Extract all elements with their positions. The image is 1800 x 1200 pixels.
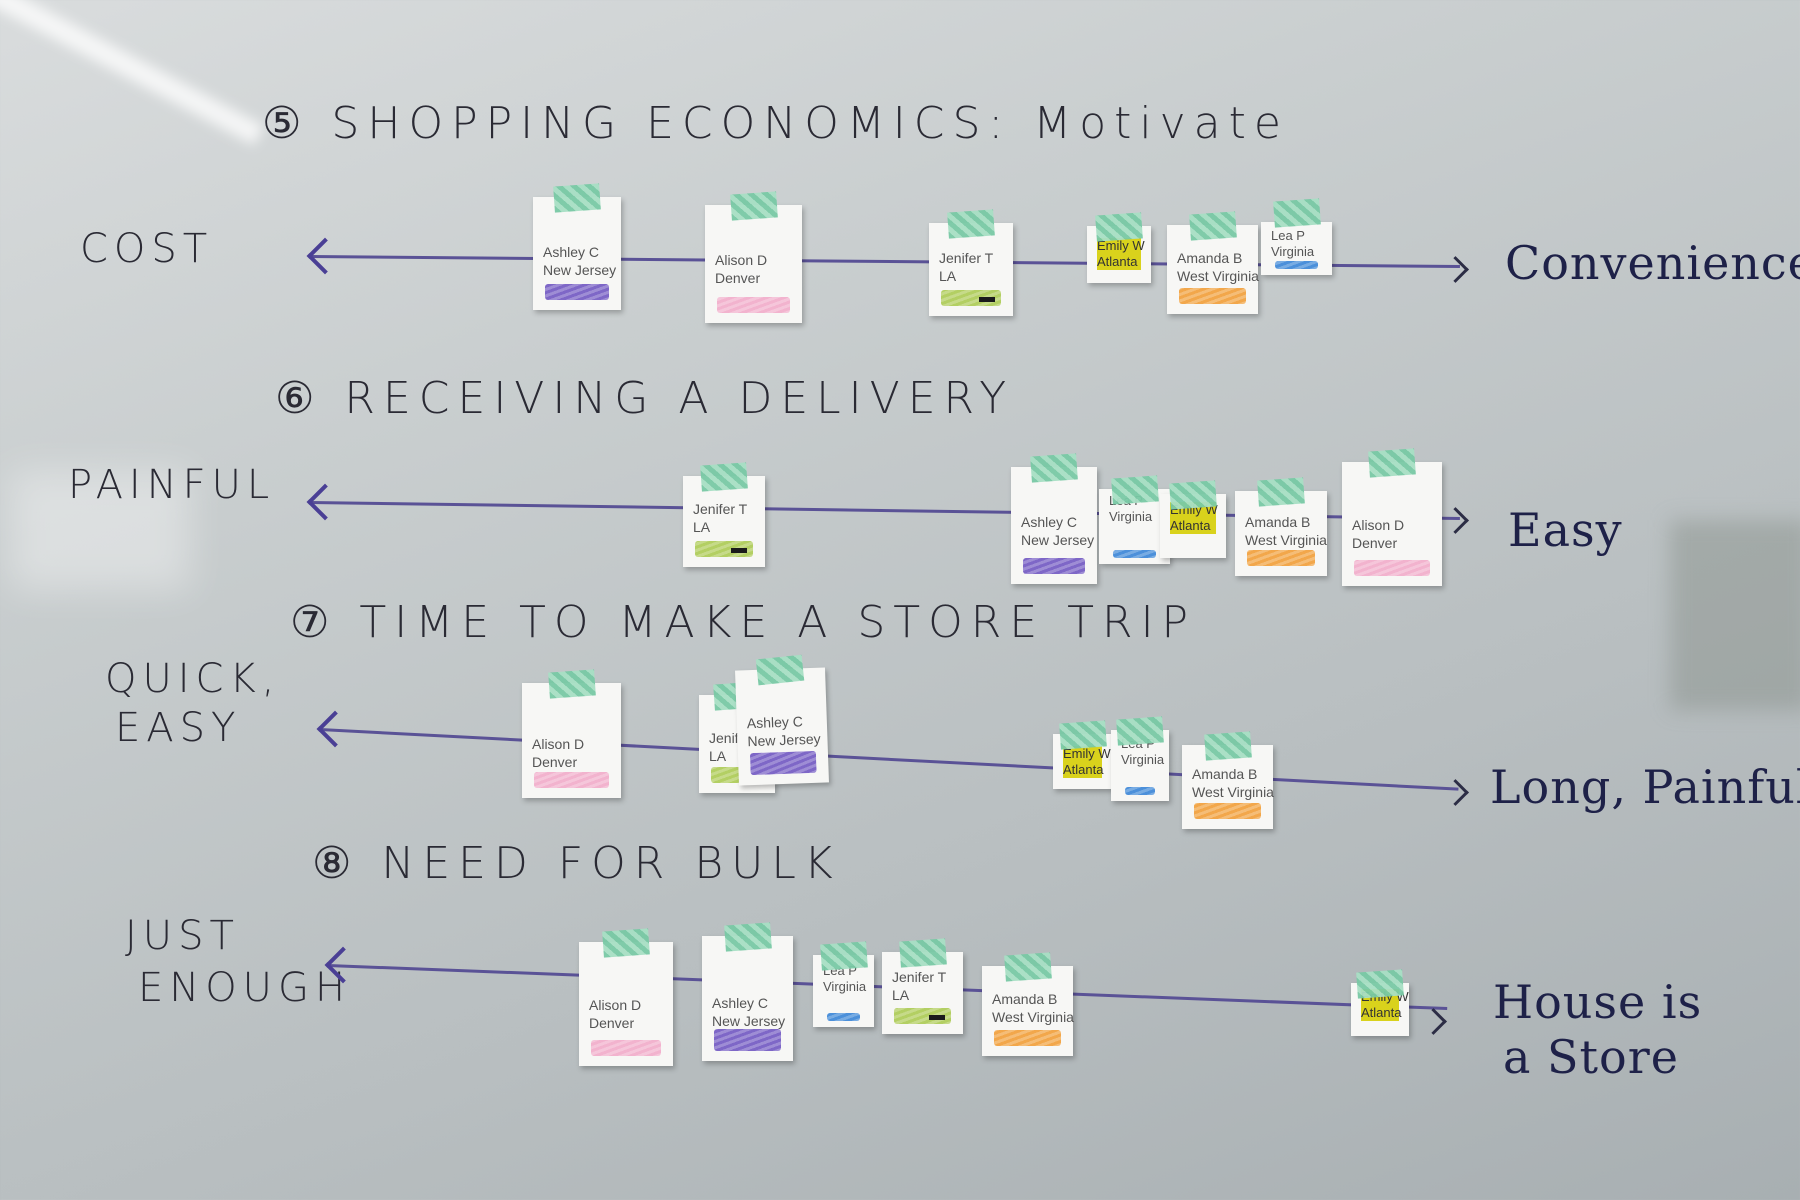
window-reflection [10, 470, 190, 590]
section-7-heading: ⑦ TIME TO MAKE A STORE TRIP [290, 597, 1197, 648]
section-7-left-arrowhead [316, 710, 354, 748]
light-glare [0, 0, 265, 146]
shadow-patch [1670, 520, 1800, 710]
section-6-left-label: PAINFUL [68, 462, 276, 508]
section-6-left-arrowhead [306, 483, 344, 521]
section-5-heading: ⑤ SHOPPING ECONOMICS: Motivate [262, 98, 1289, 149]
section-8-left-label-2: ENOUGH [138, 965, 352, 1011]
section-7-left-label-1: QUICK, [105, 656, 281, 702]
section-8-right-arrowhead [1420, 1008, 1447, 1035]
section-7-right-arrowhead [1442, 779, 1469, 806]
section-6-right-label: Easy [1508, 503, 1623, 557]
section-7-left-label-2: EASY [115, 705, 242, 751]
section-5-right-arrowhead [1442, 256, 1469, 283]
section-5-right-label: Convenience [1505, 236, 1800, 290]
section-8-heading: ⑧ NEED FOR BULK [312, 838, 841, 889]
section-8-right-label-1: House is [1493, 975, 1703, 1029]
section-7-axis-line [319, 728, 1459, 791]
section-5-left-label: COST [80, 226, 214, 272]
section-5-left-arrowhead [306, 237, 344, 275]
section-7-right-label: Long, Painful [1490, 760, 1800, 814]
section-8-right-label-2: a Store [1503, 1030, 1679, 1084]
section-6-right-arrowhead [1442, 507, 1469, 534]
section-8-left-label-1: JUST [125, 913, 240, 959]
section-6-heading: ⑥ RECEIVING A DELIVERY [275, 373, 1015, 424]
